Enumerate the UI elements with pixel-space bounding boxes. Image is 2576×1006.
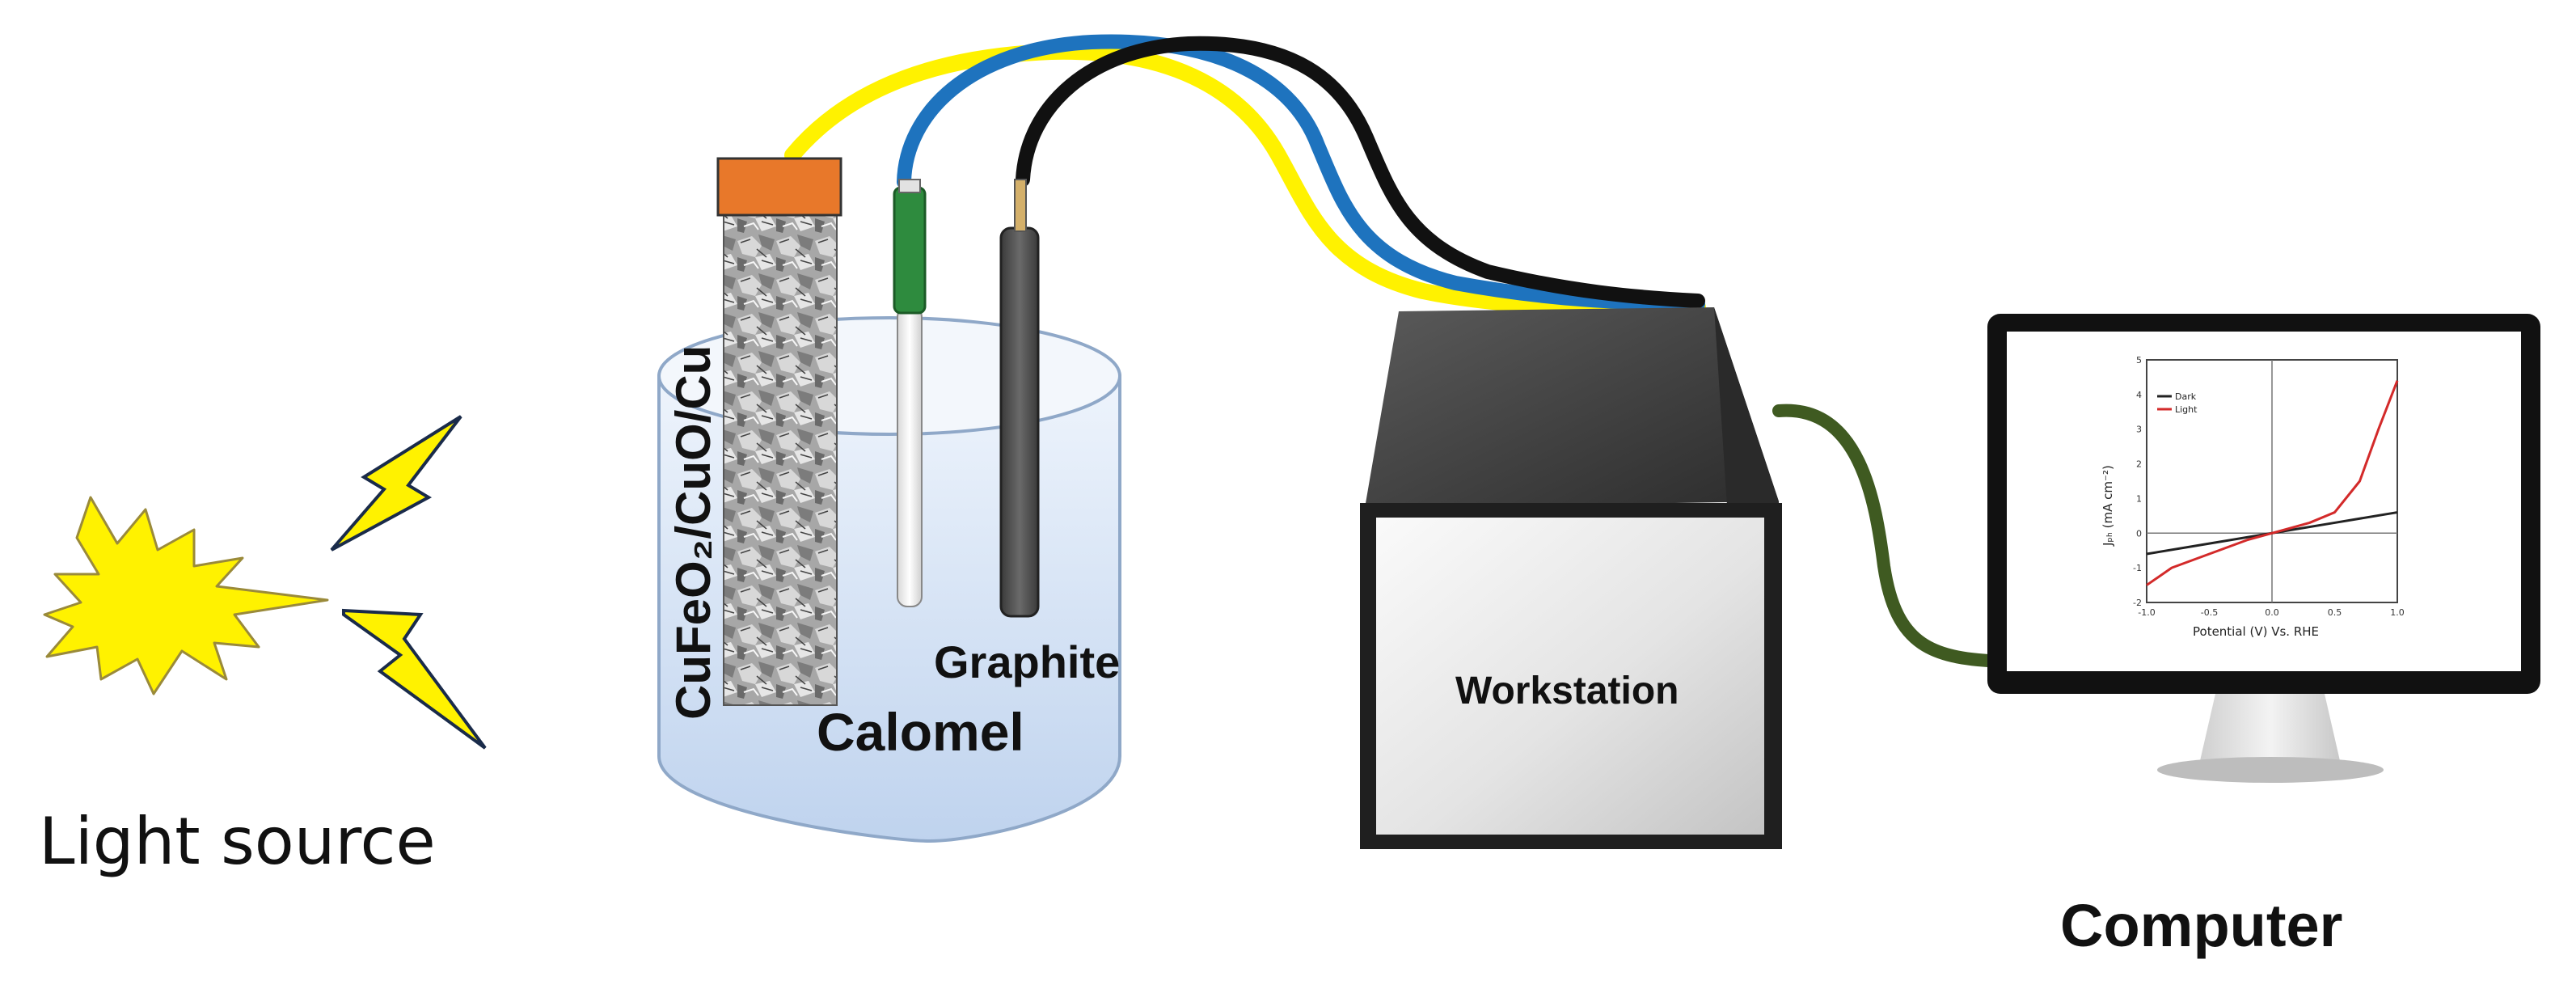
plot-y-tick-label: 3 bbox=[2136, 425, 2142, 435]
green-cable bbox=[1772, 404, 2012, 668]
monitor-plot: -1.0 -0.5 0.0 0.5 1.0 5 4 3 2 1 0 -1 -2 Dark Light P… bbox=[2101, 355, 2405, 639]
plot-x-axis-label: Potential (V) Vs. RHE bbox=[2193, 624, 2319, 639]
yellow-wire bbox=[784, 43, 1706, 315]
plot-x-tick-label: -1.0 bbox=[2138, 607, 2155, 618]
lightning-bolt-icon bbox=[330, 415, 462, 552]
plot-y-axis-label: Jₚₕ (mA cm⁻²) bbox=[2101, 465, 2115, 547]
plot-y-tick-label: 5 bbox=[2136, 355, 2142, 366]
graphite-rod bbox=[999, 226, 1040, 618]
calomel-cap bbox=[898, 179, 921, 193]
monitor-screen bbox=[2007, 332, 2521, 671]
monitor-base bbox=[2157, 757, 2384, 783]
plot-y-tick-label: 2 bbox=[2136, 459, 2142, 470]
blue-wire bbox=[897, 34, 1705, 311]
light-source: Light source bbox=[39, 415, 487, 879]
workstation: Workstation bbox=[1360, 307, 1782, 849]
plot-x-tick-label: -0.5 bbox=[2201, 607, 2218, 618]
graphite-label: Graphite bbox=[934, 636, 1120, 687]
black-wire bbox=[1016, 36, 1705, 308]
wires bbox=[784, 34, 2012, 668]
computer-label: Computer bbox=[2060, 892, 2342, 959]
plot-tick-labels: -1.0 -0.5 0.0 0.5 1.0 5 4 3 2 1 0 -1 -2 bbox=[2133, 355, 2405, 618]
workstation-top-face bbox=[1365, 307, 1779, 508]
electrochemical-cell: CuFeO₂/CuO/Cu Calomel Graphite bbox=[657, 157, 1121, 843]
light-burst-icon bbox=[43, 496, 329, 695]
light-source-label: Light source bbox=[39, 804, 436, 879]
calomel-electrode-body bbox=[893, 186, 927, 315]
plot-x-tick-label: 0.5 bbox=[2328, 607, 2342, 618]
computer: -1.0 -0.5 0.0 0.5 1.0 5 4 3 2 1 0 -1 -2 Dark Light P… bbox=[1987, 314, 2540, 959]
workstation-front-panel bbox=[1376, 518, 1764, 835]
working-electrode-contact bbox=[716, 157, 842, 217]
electrode-label: CuFeO₂/CuO/Cu bbox=[666, 345, 720, 720]
plot-y-tick-label: -2 bbox=[2133, 598, 2142, 608]
plot-y-tick-label: 0 bbox=[2136, 528, 2142, 539]
legend-light-label: Light bbox=[2175, 404, 2198, 415]
calomel-label: Calomel bbox=[817, 702, 1024, 762]
graphite-pin bbox=[1014, 179, 1027, 232]
plot-y-tick-label: 1 bbox=[2136, 493, 2142, 504]
calomel-glass-tube bbox=[897, 306, 923, 607]
legend-dark-label: Dark bbox=[2175, 391, 2197, 402]
plot-y-tick-label: -1 bbox=[2133, 563, 2142, 573]
plot-x-tick-label: 0.0 bbox=[2265, 607, 2279, 618]
plot-x-tick-label: 1.0 bbox=[2390, 607, 2405, 618]
plot-y-tick-label: 4 bbox=[2136, 390, 2142, 400]
plot-series bbox=[2146, 380, 2399, 586]
plot-line-light bbox=[2146, 380, 2399, 586]
lightning-bolt-icon bbox=[342, 608, 487, 750]
working-electrode-film bbox=[723, 203, 838, 706]
monitor-stand bbox=[2199, 694, 2341, 764]
workstation-label: Workstation bbox=[1455, 670, 1679, 712]
